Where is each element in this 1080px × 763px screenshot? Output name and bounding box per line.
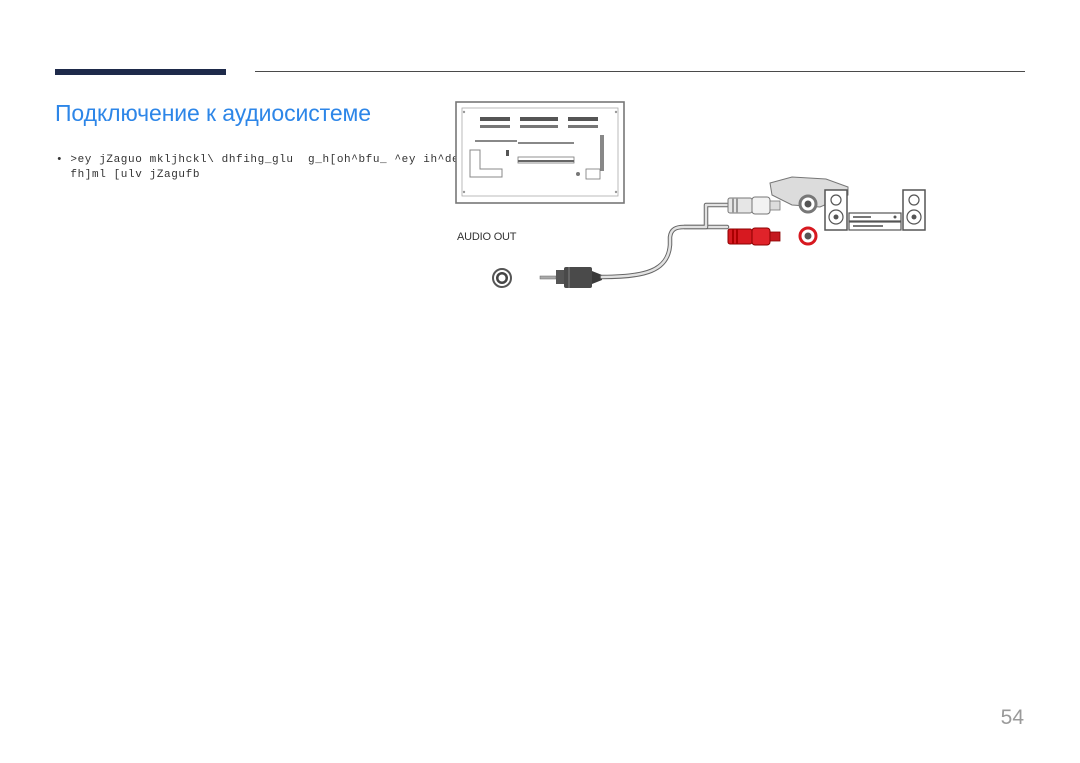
page-title: Подключение к аудиосистеме — [55, 100, 371, 126]
display-back-panel-icon — [455, 101, 625, 204]
body-line-2: fh]ml [ulv jZagufb — [56, 169, 201, 181]
audio-jack-icon — [492, 268, 512, 288]
connection-diagram — [455, 101, 926, 288]
audio-out-label: AUDIO OUT — [457, 231, 517, 243]
stereo-to-rca-cable-icon — [539, 202, 730, 288]
header-accent-bar — [55, 69, 226, 75]
audio-system-icon — [824, 189, 926, 231]
body-line-1: • >ey jZaguo mkljhckl\ dhfihg_glu g_h[oh… — [56, 154, 503, 166]
header-divider — [255, 71, 1025, 72]
body-text: • >ey jZaguo mkljhckl\ dhfihg_glu g_h[oh… — [56, 153, 502, 183]
page-number: 54 — [1000, 706, 1024, 729]
